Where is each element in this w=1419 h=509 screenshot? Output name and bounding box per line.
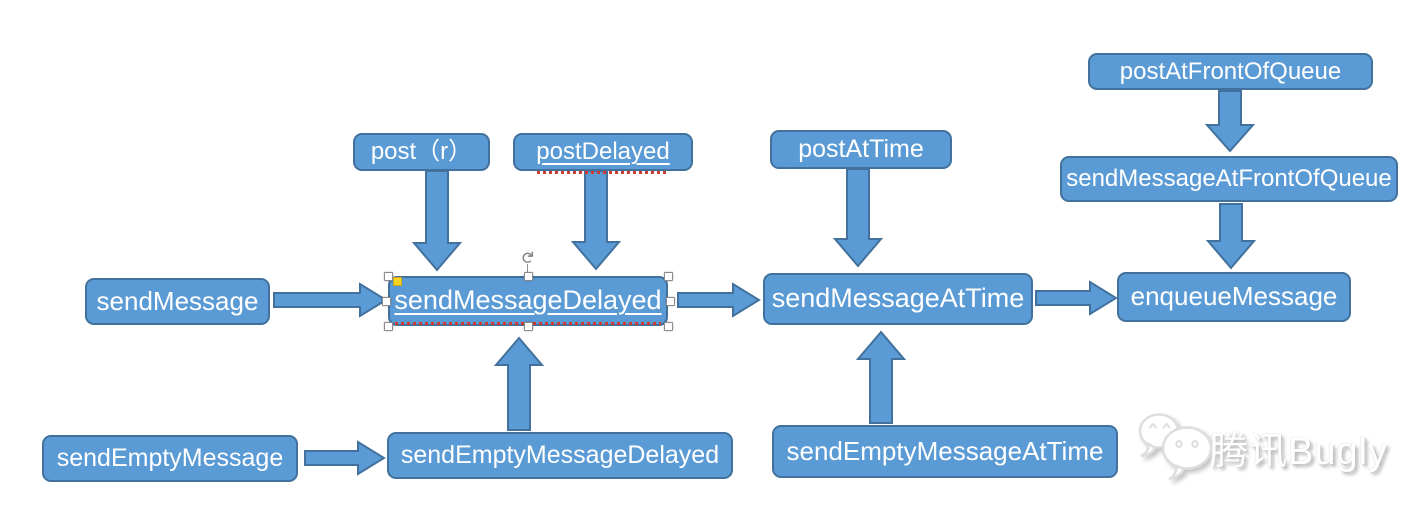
- arrow-sendMessage-to-sendMessageDelayed[interactable]: [273, 282, 388, 318]
- node-label: sendMessage: [96, 285, 259, 316]
- selection-handle-e[interactable]: [666, 297, 675, 306]
- adjust-handle[interactable]: [393, 277, 402, 286]
- node-sendEmptyMessageDelayed[interactable]: sendEmptyMessageDelayed: [387, 432, 733, 479]
- arrow-postDelayed-to-sendMessageDelayed[interactable]: [570, 170, 622, 271]
- node-sendMessage[interactable]: sendMessage: [85, 278, 270, 325]
- node-label: postAtTime: [798, 135, 924, 164]
- node-sendEmptyMessage[interactable]: sendEmptyMessage: [42, 435, 298, 482]
- node-enqueueMessage[interactable]: enqueueMessage: [1117, 272, 1351, 322]
- selection-handle-ne[interactable]: [664, 272, 673, 281]
- arrow-sendEmptyMessageDelayed-to-sendMessageDelayed[interactable]: [493, 336, 545, 431]
- node-label: post（r）: [370, 138, 473, 166]
- node-label: sendMessageAtFrontOfQueue: [1066, 165, 1392, 193]
- selection-handle-w[interactable]: [382, 297, 391, 306]
- node-postAtFrontOfQueue[interactable]: postAtFrontOfQueue: [1088, 53, 1373, 90]
- selection-handle-s[interactable]: [524, 322, 533, 331]
- selection-handle-se[interactable]: [664, 322, 673, 331]
- node-label: sendEmptyMessage: [56, 444, 284, 473]
- wechat-chat-bubbles-icon: [1138, 413, 1213, 481]
- node-label: postDelayed: [536, 138, 670, 174]
- arrow-postAtTime-to-sendMessageAtTime[interactable]: [832, 168, 884, 268]
- node-label: sendEmptyMessageAtTime: [786, 435, 1104, 466]
- arrow-postR-to-sendMessageDelayed[interactable]: [411, 170, 463, 272]
- arrow-sendMessageAtTime-to-enqueueMessage[interactable]: [1035, 280, 1118, 316]
- node-sendEmptyMessageAtTime[interactable]: sendEmptyMessageAtTime: [772, 425, 1118, 478]
- watermark-text: 腾讯Bugly: [1210, 431, 1389, 473]
- arrow-sendEmptyMessageAtTime-to-sendMessageAtTime[interactable]: [855, 330, 907, 424]
- node-post-r[interactable]: post（r）: [353, 133, 490, 171]
- node-label: sendEmptyMessageDelayed: [400, 441, 720, 470]
- selection-handle-n[interactable]: [524, 272, 533, 281]
- node-postDelayed[interactable]: postDelayed: [513, 133, 693, 174]
- arrow-postAtFrontOfQueue-to-sendMessageAtFrontOfQueue[interactable]: [1204, 90, 1256, 153]
- selection-handle-sw[interactable]: [384, 322, 393, 331]
- arrow-sendEmptyMessage-to-sendEmptyMessageDelayed[interactable]: [304, 440, 386, 476]
- node-label: postAtFrontOfQueue: [1119, 57, 1342, 85]
- node-sendMessageDelayed-selected[interactable]: sendMessageDelayed: [388, 276, 668, 326]
- node-sendMessageAtFrontOfQueue[interactable]: sendMessageAtFrontOfQueue: [1060, 156, 1398, 202]
- rotate-handle-icon[interactable]: ↻: [517, 250, 537, 265]
- node-sendMessageAtTime[interactable]: sendMessageAtTime: [763, 273, 1033, 325]
- node-postAtTime[interactable]: postAtTime: [770, 130, 952, 169]
- arrow-sendMessageAtFrontOfQueue-to-enqueueMessage[interactable]: [1205, 203, 1257, 270]
- arrow-sendMessageDelayed-to-sendMessageAtTime[interactable]: [677, 282, 761, 318]
- node-label: sendMessageDelayed: [394, 285, 662, 325]
- rotate-handle-stem: [527, 264, 528, 273]
- selection-handle-nw[interactable]: [384, 272, 393, 281]
- node-label: sendMessageAtTime: [771, 283, 1025, 314]
- node-label: enqueueMessage: [1130, 281, 1338, 312]
